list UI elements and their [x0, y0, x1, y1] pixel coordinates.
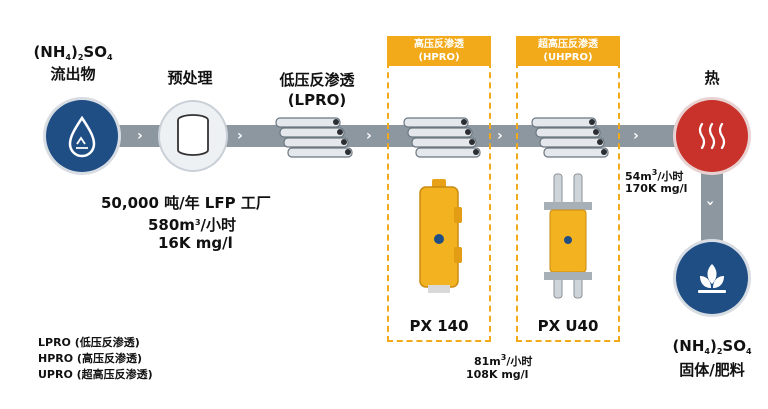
product-label: 固体/肥料 [679, 361, 745, 379]
legend-item-hpro: HPRO (高压反渗透) [38, 352, 142, 365]
flow-top-concentration: 170K mg/l [625, 182, 688, 195]
uhpro-header-line2: (UHPRO) [543, 52, 593, 63]
flow-arrow-icon: › [633, 128, 639, 144]
legend-item-upro: UPRO (超高压反渗透) [38, 368, 153, 381]
plant-capacity: 50,000 吨/年 LFP 工厂 [101, 194, 271, 212]
source-circle [46, 100, 118, 172]
pxu40-label: PX U40 [537, 317, 599, 335]
flow-arrow-icon: › [237, 128, 243, 144]
flow-arrow-icon: › [137, 128, 143, 144]
plant-concentration: 16K mg/l [158, 234, 233, 252]
source-formula: (NH4)2SO4 [33, 43, 113, 62]
lpro-label-line2: (LPRO) [287, 91, 347, 109]
heat-circle [676, 100, 748, 172]
flow-arrow-down-icon: › [701, 200, 718, 206]
lpro-membrane-stack-icon [275, 117, 353, 158]
pretreatment-label: 预处理 [167, 69, 213, 87]
uhpro-header: 超高压反渗透 (UHPRO) [516, 36, 620, 66]
leaf-plant-icon [698, 264, 726, 293]
legend-item-lpro: LPRO (低压反渗透) [38, 336, 140, 349]
flow-mid-concentration: 108K mg/l [466, 368, 529, 381]
px140-label: PX 140 [409, 317, 469, 335]
hpro-header: 高压反渗透 (HPRO) [387, 36, 491, 66]
flow-mid-rate: 81m3/小时 [474, 353, 533, 368]
cylinder-icon [177, 114, 209, 156]
product-circle [676, 242, 748, 314]
heat-waves-icon [698, 122, 726, 150]
plant-flow: 580m3/小时 [148, 216, 237, 234]
pxu40-device-icon [544, 173, 592, 299]
product-formula: (NH4)2SO4 [672, 337, 752, 356]
hpro-header-line1: 高压反渗透 [414, 39, 464, 50]
uhpro-membrane-stack-icon [531, 117, 609, 158]
px140-device-icon [419, 179, 462, 293]
hpro-header-line2: (HPRO) [418, 52, 460, 63]
hpro-membrane-stack-icon [403, 117, 481, 158]
uhpro-header-line1: 超高压反渗透 [538, 39, 598, 50]
flow-arrow-icon: › [497, 128, 503, 144]
water-recycle-icon [68, 115, 96, 158]
lpro-label-line1: 低压反渗透 [279, 71, 355, 89]
heat-label: 热 [704, 69, 720, 87]
flow-arrow-icon: › [366, 128, 372, 144]
source-label: 流出物 [50, 65, 96, 83]
pretreatment-unit [158, 100, 228, 172]
flow-top-rate: 54m3/小时 [625, 168, 684, 183]
